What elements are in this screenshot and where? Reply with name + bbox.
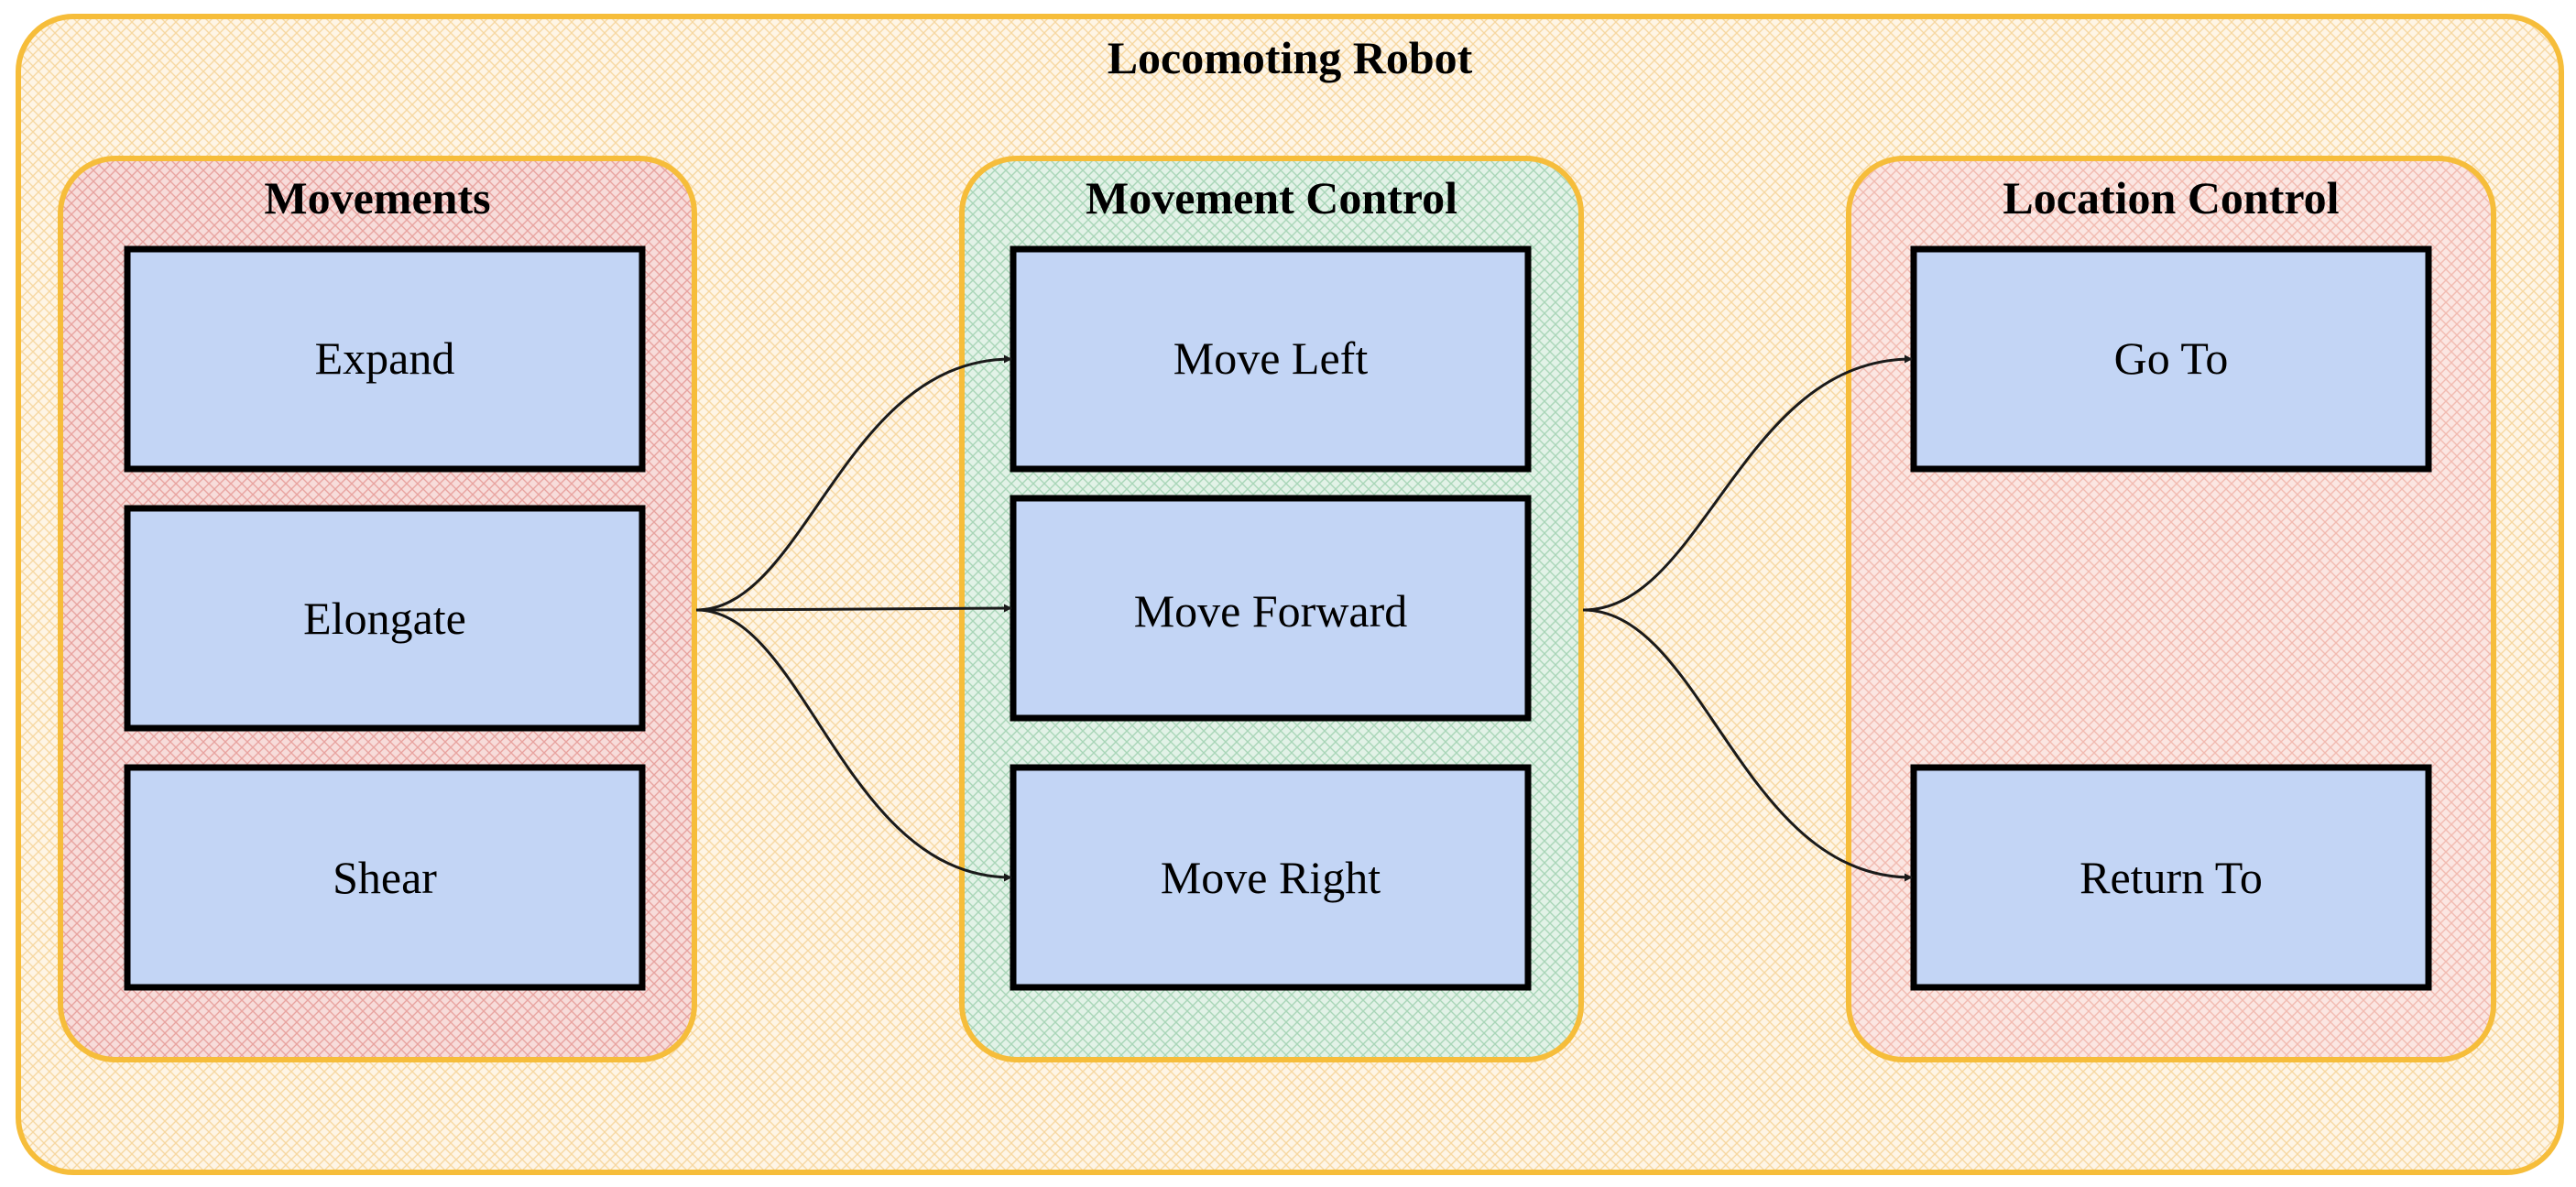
node-go-to-label: Go To <box>2114 332 2229 384</box>
edge-movements-to-move-left <box>695 354 1012 612</box>
node-move-forward: Move Forward <box>1010 495 1532 722</box>
node-shear-label: Shear <box>333 852 437 903</box>
group-movement-control-title: Movement Control <box>1086 172 1457 223</box>
group-movement-control: Movement Control Move Left Move Forward … <box>959 156 1584 1062</box>
edge-movements-to-move-right <box>695 608 1012 882</box>
group-movements-title: Movements <box>264 172 490 223</box>
node-move-right-label: Move Right <box>1161 852 1381 903</box>
diagram-title: Locomoting Robot <box>1108 32 1473 83</box>
node-move-left-label: Move Left <box>1173 332 1369 384</box>
node-move-right: Move Right <box>1010 764 1532 991</box>
edge-movements-to-move-forward <box>695 604 1012 613</box>
edges <box>695 354 1913 882</box>
group-location-control-title: Location Control <box>2003 172 2339 223</box>
edge-movement-control-to-return-to <box>1582 608 1913 882</box>
node-return-to: Return To <box>1910 764 2432 991</box>
edge-movement-control-to-go-to <box>1582 354 1913 612</box>
group-movements: Movements Expand Elongate Shear <box>58 156 697 1062</box>
node-return-to-label: Return To <box>2079 852 2263 903</box>
node-expand-label: Expand <box>315 332 455 384</box>
node-move-left: Move Left <box>1010 245 1532 473</box>
node-go-to: Go To <box>1910 245 2432 473</box>
node-elongate: Elongate <box>124 505 646 732</box>
node-shear: Shear <box>124 764 646 991</box>
group-location-control: Location Control Go To Return To <box>1846 156 2496 1062</box>
node-move-forward-label: Move Forward <box>1134 585 1408 637</box>
node-expand: Expand <box>124 245 646 473</box>
node-elongate-label: Elongate <box>303 593 466 644</box>
